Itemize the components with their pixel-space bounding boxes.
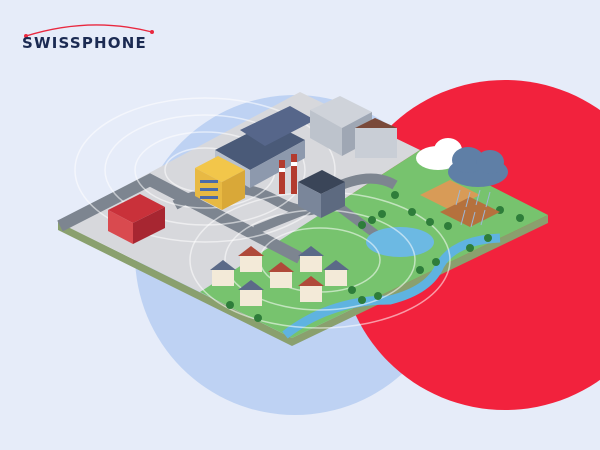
brand-name: SWISSPHONE <box>22 34 147 52</box>
residential-houses <box>210 246 349 306</box>
office-tower <box>195 156 245 210</box>
factory-complex <box>310 96 397 158</box>
cloud-icon <box>416 138 508 187</box>
dark-plant <box>298 170 345 218</box>
smokestacks <box>279 154 297 194</box>
river <box>282 233 501 339</box>
lake <box>366 227 434 257</box>
logo-arc-icon <box>24 24 154 38</box>
fire-station <box>108 194 165 244</box>
main-road <box>57 173 303 264</box>
rain-icon <box>455 189 491 228</box>
brand-logo: SWISSPHONE <box>20 22 160 58</box>
trees <box>226 191 524 322</box>
farm-fields <box>420 180 500 227</box>
